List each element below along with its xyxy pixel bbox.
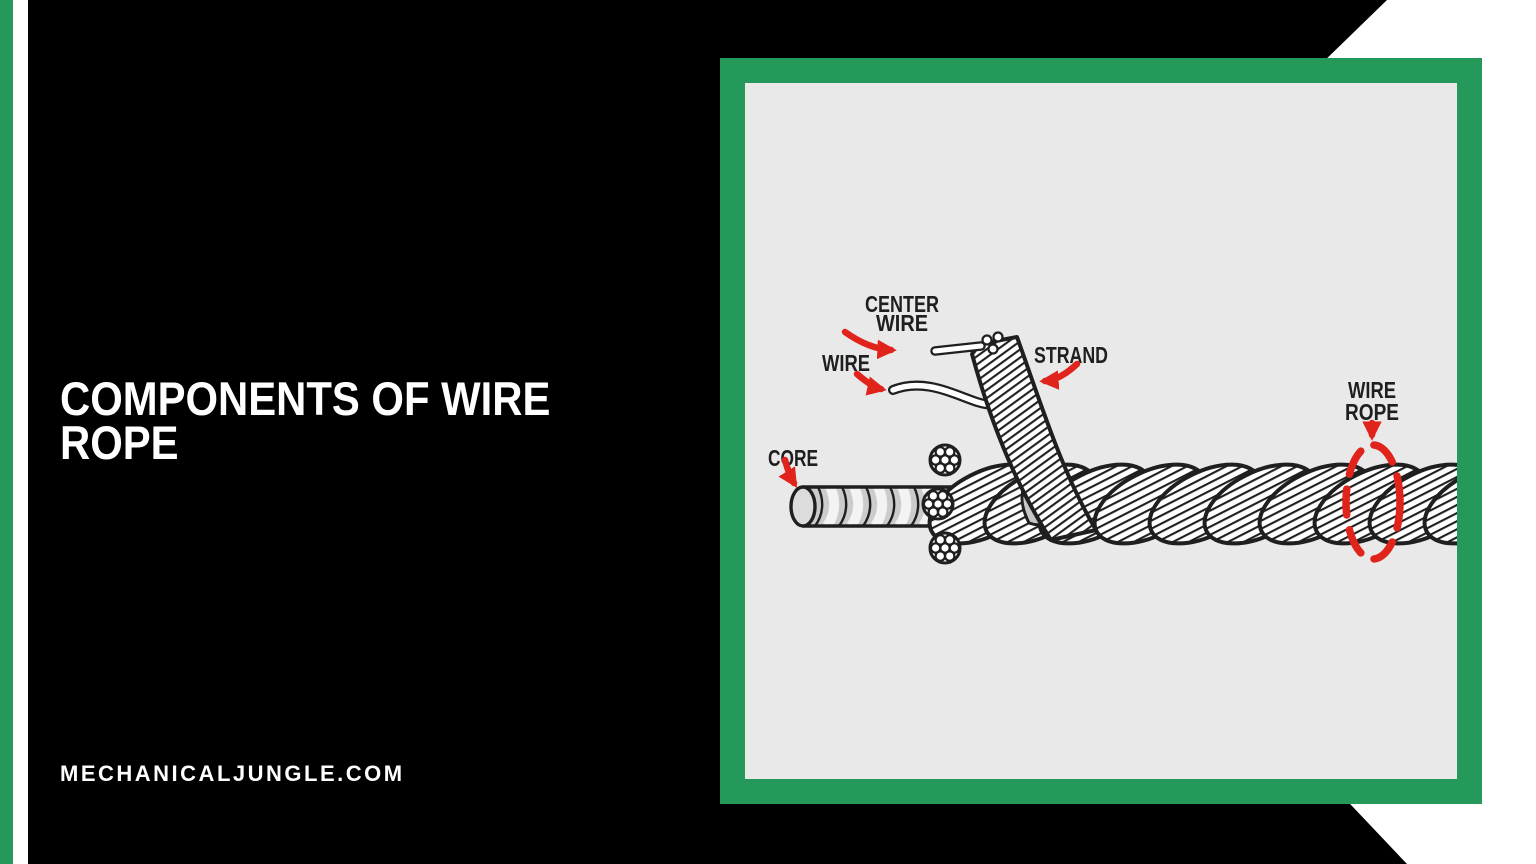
diagram-panel: CENTER WIRE WIRE STRAND CORE WIRE ROPE — [720, 58, 1482, 804]
center-wire-illustration — [930, 341, 986, 356]
strand-label: STRAND — [1034, 342, 1108, 368]
left-accent-stripe-white — [13, 0, 28, 864]
cut-wire-ends — [921, 443, 962, 565]
center-wire-label-line1: CENTER — [865, 291, 939, 317]
wire-rope-diagram-canvas: CENTER WIRE WIRE STRAND CORE WIRE ROPE — [768, 291, 1457, 565]
core-arrow-icon — [778, 456, 798, 488]
diagram-panel-inner: CENTER WIRE WIRE STRAND CORE WIRE ROPE — [745, 83, 1457, 779]
wire-arrow-icon — [853, 370, 887, 396]
strand-arrow-icon — [1039, 360, 1081, 390]
center-wire-arrow-icon — [841, 328, 897, 360]
strand-illustration — [970, 331, 1098, 542]
wire-rope-label-line1: WIRE — [1348, 377, 1396, 403]
site-footer: MECHANICALJUNGLE.COM — [60, 761, 405, 786]
page-title-line1: COMPONENTS OF WIRE — [60, 372, 551, 425]
wire-rope-highlight-circle — [1342, 441, 1404, 563]
left-accent-stripe-green — [0, 0, 13, 864]
core-label: CORE — [768, 445, 818, 471]
page-title-line2: ROPE — [60, 416, 179, 469]
wire-label: WIRE — [822, 350, 870, 376]
center-wire-label-line2: WIRE — [876, 310, 928, 336]
wire-rope-illustration — [927, 462, 1457, 546]
